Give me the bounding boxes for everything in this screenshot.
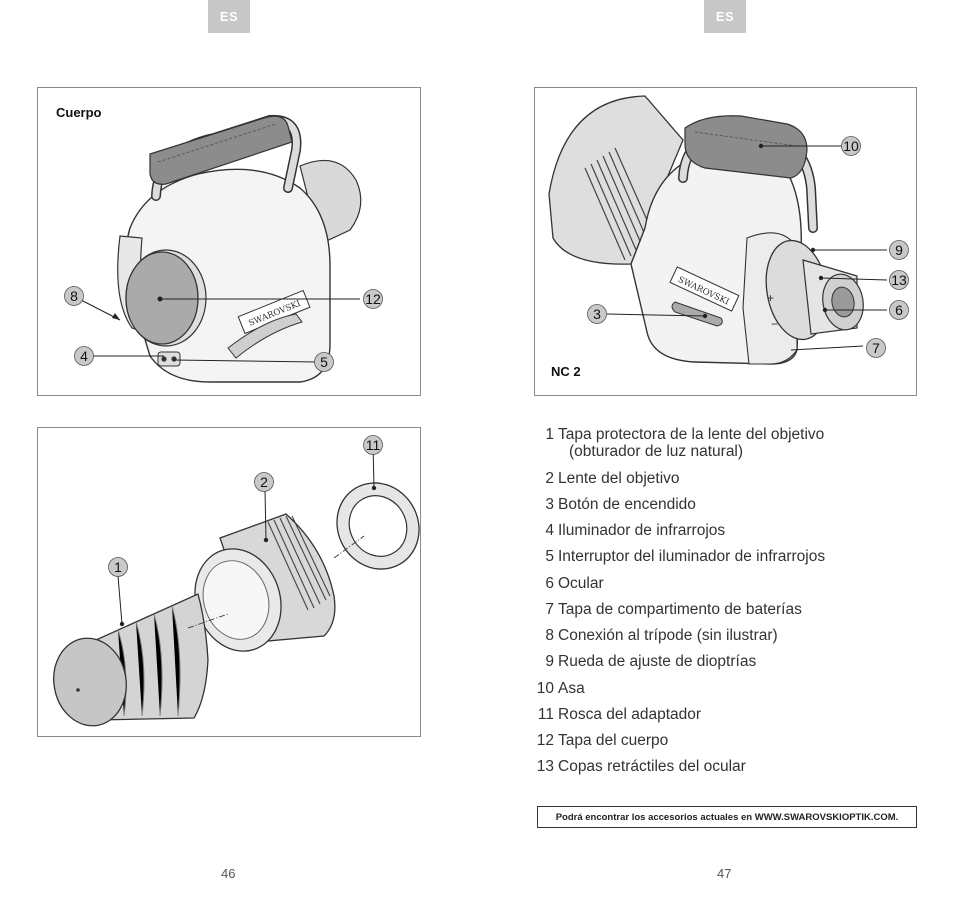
page-number-right: 47: [717, 866, 732, 881]
callout-5: 5: [320, 354, 328, 370]
callout-9: 9: [895, 242, 903, 258]
language-tab-right: ES: [704, 0, 746, 33]
language-tab-left: ES: [208, 0, 250, 33]
callout-12: 12: [365, 291, 381, 307]
svg-text:−: −: [771, 317, 778, 331]
figure-body-label: Cuerpo: [56, 105, 102, 120]
callout-4: 4: [80, 348, 88, 364]
svg-text:+: +: [767, 291, 774, 305]
figure-parts: 11 2 1: [37, 427, 421, 737]
figure-nc2-label: NC 2: [551, 364, 581, 379]
parts-legend: 1 Tapa protectora de la lente del objeti…: [530, 426, 910, 785]
callout-7: 7: [872, 340, 880, 356]
callout-3: 3: [593, 306, 601, 322]
parts-illustration: 11 2 1: [53, 435, 420, 727]
callout-2: 2: [260, 474, 268, 490]
figure-nc2: NC 2 + − SWAROVSKI: [534, 87, 917, 396]
callout-8: 8: [70, 288, 78, 304]
accessories-note: Podrá encontrar los accesorios actuales …: [537, 806, 917, 828]
legend-item: 1 Tapa protectora de la lente del objeti…: [545, 426, 825, 461]
callout-6: 6: [895, 302, 903, 318]
figure-body: Cuerpo SWAROVSKI: [37, 87, 421, 396]
callout-11: 11: [366, 437, 381, 453]
nc2-illustration: + − SWAROVSKI 10 9 13 3 6: [548, 95, 909, 365]
callout-10: 10: [843, 138, 859, 154]
callout-1: 1: [114, 559, 122, 575]
body-illustration: SWAROVSKI 8 12 4 5: [64, 114, 383, 383]
page-number-left: 46: [221, 866, 236, 881]
callout-13: 13: [891, 272, 907, 288]
